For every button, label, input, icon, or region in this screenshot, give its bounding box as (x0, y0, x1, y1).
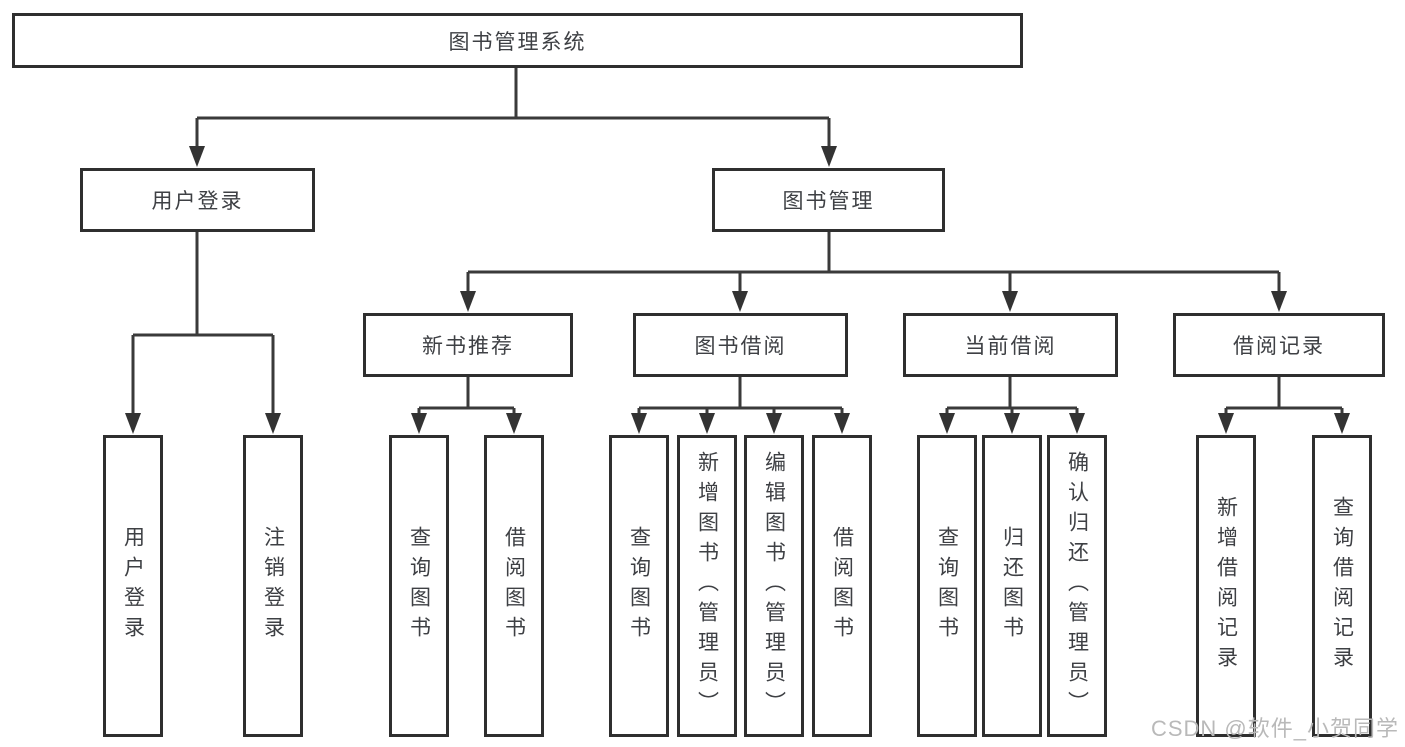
leaf-bb-query-books: 查询图书 (609, 435, 669, 737)
node-label: 新增图书（管理员） (695, 451, 719, 721)
node-root-library-management-system: 图书管理系统 (12, 13, 1023, 68)
node-label: 图书管理系统 (448, 30, 587, 54)
node-label: 当前借阅 (964, 335, 1057, 358)
node-user-login-branch: 用户登录 (80, 168, 315, 232)
node-label: 新增借阅记录 (1214, 496, 1238, 676)
leaf-nbr-borrow-books: 借阅图书 (484, 435, 544, 737)
leaf-user-login: 用户登录 (103, 435, 163, 737)
leaf-br-query-record: 查询借阅记录 (1312, 435, 1372, 737)
node-label: 图书借阅 (694, 335, 787, 358)
node-current-borrowing: 当前借阅 (903, 313, 1118, 377)
node-label: 查询图书 (627, 526, 651, 646)
leaf-cb-confirm-return-admin: 确认归还（管理员） (1047, 435, 1107, 737)
node-label: 用户登录 (151, 190, 244, 213)
node-label: 借阅图书 (502, 526, 526, 646)
node-book-management-branch: 图书管理 (712, 168, 945, 232)
node-label: 新书推荐 (422, 335, 514, 358)
leaf-bb-edit-books-admin: 编辑图书（管理员） (744, 435, 804, 737)
node-label: 确认归还（管理员） (1065, 451, 1089, 721)
leaf-br-add-record: 新增借阅记录 (1196, 435, 1256, 737)
leaf-cb-return-books: 归还图书 (982, 435, 1042, 737)
node-label: 借阅图书 (830, 526, 854, 646)
node-label: 图书管理 (782, 190, 875, 213)
leaf-nbr-query-books: 查询图书 (389, 435, 449, 737)
node-label: 注销登录 (261, 526, 285, 646)
node-label: 用户登录 (121, 526, 145, 646)
leaf-bb-borrow-books: 借阅图书 (812, 435, 872, 737)
node-borrowing-records: 借阅记录 (1173, 313, 1385, 377)
node-book-borrowing: 图书借阅 (633, 313, 848, 377)
node-label: 查询图书 (407, 526, 431, 646)
node-new-book-recommendation: 新书推荐 (363, 313, 573, 377)
node-label: 查询借阅记录 (1330, 496, 1354, 676)
node-label: 借阅记录 (1233, 335, 1325, 358)
node-label: 编辑图书（管理员） (762, 451, 786, 721)
csdn-watermark: CSDN @软件_小贺同学 (1150, 716, 1399, 741)
node-label: 归还图书 (1000, 526, 1024, 646)
leaf-cb-query-books: 查询图书 (917, 435, 977, 737)
node-label: 查询图书 (935, 526, 959, 646)
leaf-bb-add-books-admin: 新增图书（管理员） (677, 435, 737, 737)
leaf-logout: 注销登录 (243, 435, 303, 737)
